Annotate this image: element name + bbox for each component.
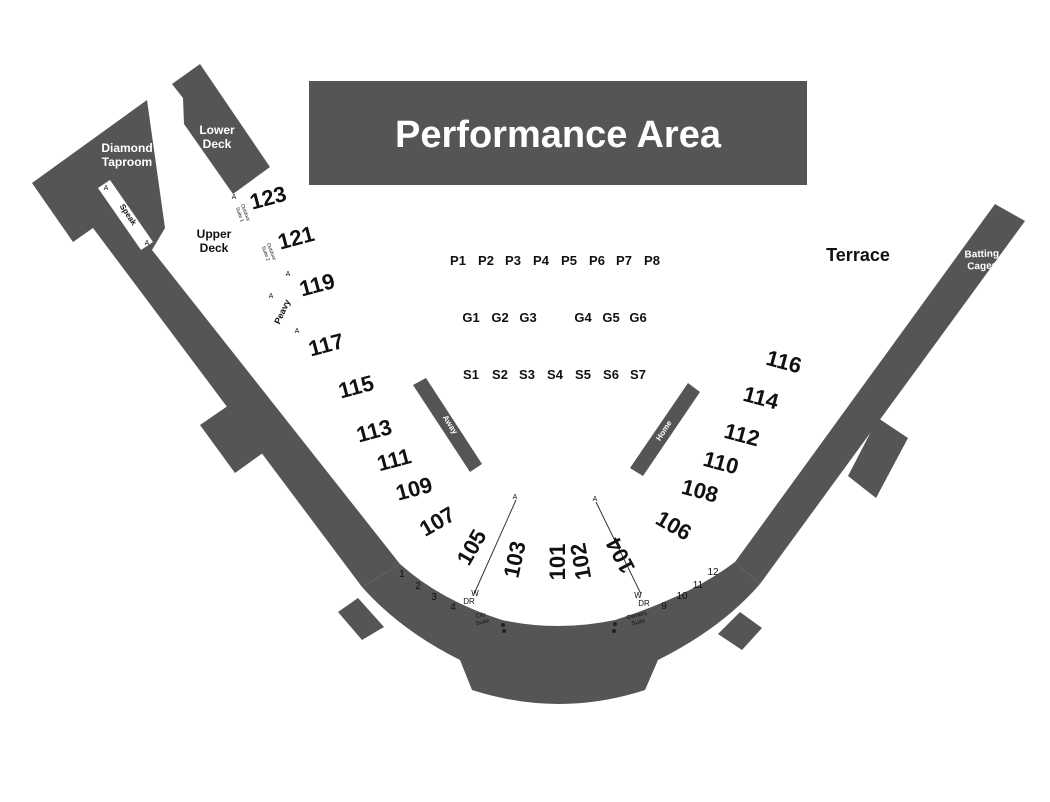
- section-107[interactable]: 107: [415, 501, 459, 541]
- away-dugout[interactable]: [413, 378, 482, 472]
- diamond-taproom-label-2: Taproom: [102, 155, 152, 169]
- right-bump-1: [848, 418, 908, 498]
- structures: [32, 64, 1025, 704]
- section-109[interactable]: 109: [393, 472, 435, 506]
- home-dugout[interactable]: [630, 383, 700, 476]
- suite-number[interactable]: 3: [431, 592, 437, 603]
- upper-deck-label-2: Deck: [200, 241, 229, 255]
- suite-numbers: 1 2 3 4 9 10 11 12: [399, 567, 719, 613]
- dr-marker-left: DR: [463, 597, 475, 606]
- table-s[interactable]: S4: [547, 367, 564, 382]
- left-bump-2: [338, 598, 384, 640]
- city-suite-label-1: City: [475, 612, 486, 620]
- aisle-marker: A: [232, 194, 237, 201]
- p-tables: P1 P2 P3 P4 P5 P6 P7 P8: [450, 253, 660, 268]
- table-p[interactable]: P7: [616, 253, 632, 268]
- left-bump-1: [200, 403, 267, 473]
- section-110[interactable]: 110: [701, 446, 742, 479]
- batting-cages-label-2: Cages: [967, 260, 998, 272]
- suite-number[interactable]: 12: [707, 567, 719, 578]
- section-119[interactable]: 119: [297, 268, 338, 301]
- table-g[interactable]: G4: [574, 310, 592, 325]
- table-p[interactable]: P1: [450, 253, 466, 268]
- section-108[interactable]: 108: [679, 474, 721, 508]
- table-g[interactable]: G5: [602, 310, 619, 325]
- wheelchair-marker-right: W: [634, 591, 642, 600]
- table-g[interactable]: G3: [519, 310, 536, 325]
- table-g[interactable]: G2: [491, 310, 508, 325]
- city-suite-label-2: Suite: [475, 618, 490, 627]
- section-112[interactable]: 112: [722, 418, 763, 451]
- aisle-marker: A: [286, 271, 291, 278]
- table-p[interactable]: P4: [533, 253, 550, 268]
- diamond-taproom-label-1: Diamond: [101, 141, 152, 155]
- right-concourse: [735, 204, 1025, 584]
- section-106[interactable]: 106: [652, 505, 696, 545]
- suite-number[interactable]: 4: [450, 602, 456, 613]
- table-p[interactable]: P8: [644, 253, 660, 268]
- lower-deck-label-1: Lower: [199, 123, 235, 137]
- table-s[interactable]: S6: [603, 367, 619, 382]
- suite-number[interactable]: 9: [661, 601, 667, 612]
- lower-deck-label-2: Deck: [203, 137, 232, 151]
- table-s[interactable]: S7: [630, 367, 646, 382]
- section-116[interactable]: 116: [764, 345, 805, 378]
- wheelchair-marker-left: W: [471, 589, 479, 598]
- upper-deck-label-1: Upper: [197, 227, 232, 241]
- peavy-label: Peavy: [272, 298, 292, 326]
- section-115[interactable]: 115: [336, 370, 377, 403]
- owners-suite-label-1: Owners: [626, 611, 648, 622]
- section-117[interactable]: 117: [306, 328, 347, 361]
- table-s[interactable]: S5: [575, 367, 591, 382]
- batting-cages-label-1: Batting: [964, 248, 999, 260]
- suite-number[interactable]: 11: [693, 580, 704, 591]
- table-p[interactable]: P5: [561, 253, 577, 268]
- table-s[interactable]: S2: [492, 367, 508, 382]
- aisle-marker: A: [513, 494, 518, 501]
- owners-suite-label-2: Suite: [631, 618, 646, 627]
- table-p[interactable]: P6: [589, 253, 605, 268]
- outdoor-suite-1-label-1: Outdoor: [239, 203, 251, 222]
- table-s[interactable]: S1: [463, 367, 479, 382]
- suite-number[interactable]: 1: [399, 569, 405, 580]
- section-101[interactable]: 101: [545, 544, 570, 581]
- aisle-marker: A: [593, 496, 598, 503]
- section-123[interactable]: 123: [247, 181, 289, 215]
- aisle-marker: A: [269, 293, 274, 300]
- table-g[interactable]: G1: [462, 310, 479, 325]
- outdoor-suite-2-label-2: Suite 2: [260, 245, 271, 262]
- section-121[interactable]: 121: [275, 221, 317, 255]
- s-tables: S1 S2 S3 S4 S5 S6 S7: [463, 367, 646, 382]
- performance-area[interactable]: [309, 81, 807, 185]
- section-103[interactable]: 103: [499, 539, 531, 580]
- suite-number[interactable]: 2: [415, 581, 421, 592]
- suite-markers: [501, 622, 617, 633]
- table-p[interactable]: P3: [505, 253, 521, 268]
- section-111[interactable]: 111: [374, 443, 414, 476]
- bottom-concourse: [362, 562, 760, 704]
- table-p[interactable]: P2: [478, 253, 494, 268]
- section-113[interactable]: 113: [354, 414, 395, 447]
- speak-aisle-top: A: [104, 185, 109, 192]
- outdoor-suite-2-label-1: Outdoor: [265, 242, 277, 261]
- aisle-lines: [473, 499, 642, 595]
- g-tables: G1 G2 G3 G4 G5 G6: [462, 310, 646, 325]
- speak-aisle-bottom: A: [145, 240, 150, 247]
- speak-strip[interactable]: [98, 180, 153, 250]
- section-114[interactable]: 114: [741, 381, 782, 415]
- terrace-label: Terrace: [826, 245, 890, 265]
- suite-number[interactable]: 10: [676, 591, 688, 602]
- table-s[interactable]: S3: [519, 367, 535, 382]
- dr-marker-right: DR: [638, 599, 650, 608]
- aisle-marker: A: [295, 328, 300, 335]
- stage-label: Performance Area: [395, 114, 722, 156]
- section-105[interactable]: 105: [451, 525, 491, 569]
- right-bump-2: [718, 612, 762, 650]
- section-102[interactable]: 102: [565, 541, 596, 582]
- outdoor-suite-1-label-2: Suite 1: [234, 206, 245, 223]
- section-104[interactable]: 104: [600, 533, 640, 578]
- lower-deck-area[interactable]: [172, 64, 270, 194]
- table-g[interactable]: G6: [629, 310, 646, 325]
